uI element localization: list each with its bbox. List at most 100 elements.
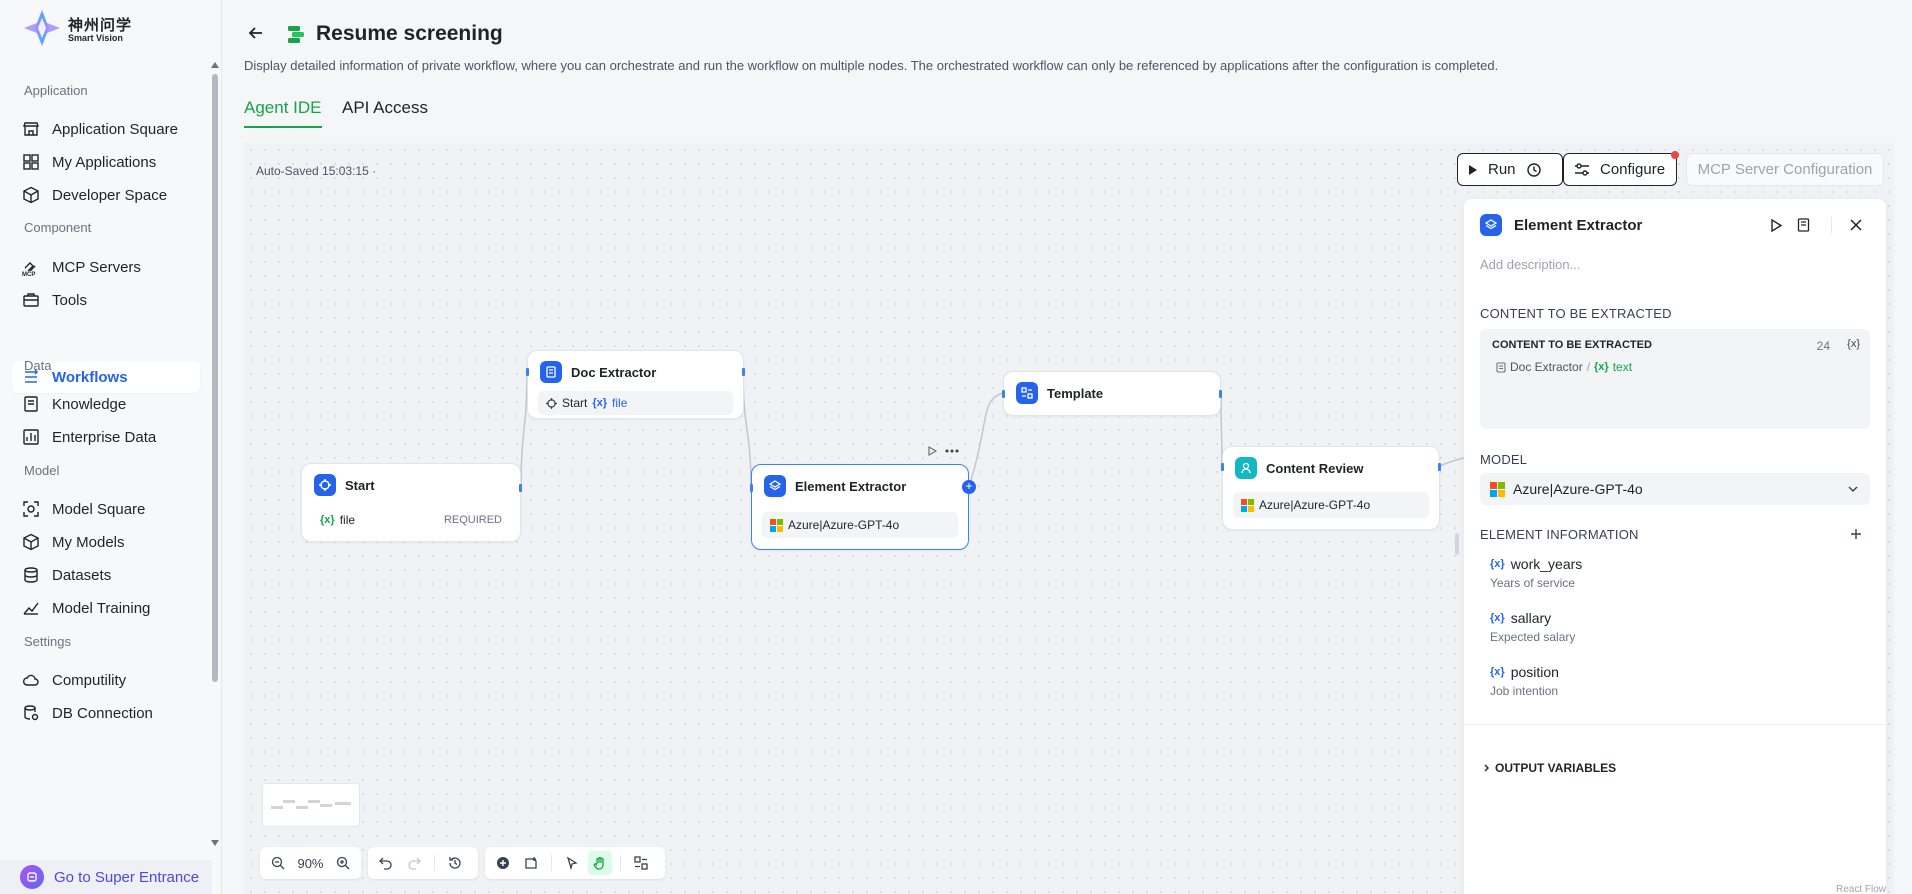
history-clock-icon[interactable] [1526, 162, 1542, 178]
run-node-icon[interactable] [1770, 219, 1782, 232]
node-element-extractor[interactable]: Element Extractor Azure|Azure-GPT-4o + [750, 464, 976, 550]
zoom-in-icon[interactable] [331, 851, 355, 875]
content-box-title: CONTENT TO BE EXTRACTED [1492, 339, 1652, 351]
play-icon [1469, 164, 1477, 175]
output-handle[interactable] [519, 484, 522, 492]
tab-api-access[interactable]: API Access [342, 98, 428, 117]
configure-button[interactable]: Configure [1563, 151, 1679, 186]
element-item-work-years[interactable]: {x} work_years [1490, 556, 1582, 572]
output-variables-label: OUTPUT VARIABLES [1495, 761, 1617, 775]
training-icon [23, 602, 39, 615]
sidebar-item-developer-space[interactable]: Developer Space [12, 179, 200, 211]
input-handle[interactable] [1221, 463, 1224, 471]
review-icon [1235, 457, 1257, 479]
auto-layout-icon[interactable] [629, 851, 653, 875]
node-content-review[interactable]: Content Review Azure|Azure-GPT-4o [1221, 446, 1441, 530]
zoom-out-icon[interactable] [266, 851, 290, 875]
content-input[interactable]: CONTENT TO BE EXTRACTED 24 {x} Doc Extra… [1480, 329, 1870, 429]
add-element-icon[interactable] [1850, 528, 1862, 540]
run-button[interactable]: Run [1457, 153, 1563, 186]
run-node-icon[interactable] [928, 446, 937, 456]
history-icon[interactable] [443, 851, 467, 875]
output-handle[interactable] [742, 368, 745, 376]
panel-resize-handle[interactable] [1455, 533, 1459, 555]
element-section-label: ELEMENT INFORMATION [1480, 527, 1639, 542]
sidebar-item-my-models[interactable]: My Models [12, 526, 200, 558]
add-node-icon[interactable] [491, 851, 515, 875]
close-icon[interactable] [1849, 218, 1863, 232]
chevron-right-icon [1484, 764, 1489, 772]
sidebar-item-workflows[interactable]: Workflows [12, 361, 200, 393]
undo-icon[interactable] [374, 851, 398, 875]
microsoft-logo-icon [1241, 498, 1254, 512]
sidebar-item-mcp-servers[interactable]: MCP MCP Servers [12, 251, 200, 283]
brand-logo[interactable]: 神州问学 Smart Vision [22, 8, 132, 48]
source-node-name: Doc Extractor [1510, 360, 1583, 374]
mcp-server-config-button[interactable]: MCP Server Configuration [1686, 153, 1884, 186]
element-item-sallary[interactable]: {x} sallary [1490, 610, 1551, 626]
pointer-icon[interactable] [560, 851, 584, 875]
element-description: Job intention [1490, 684, 1559, 698]
section-settings: Settings [24, 634, 71, 649]
scroll-up-icon[interactable] [211, 62, 219, 68]
run-label: Run [1488, 161, 1516, 178]
sidebar-item-tools[interactable]: Tools [12, 284, 200, 316]
insert-variable-icon[interactable]: {x} [1847, 338, 1860, 350]
configure-label: Configure [1600, 161, 1666, 178]
sidebar-item-model-training[interactable]: Model Training [12, 592, 200, 624]
tab-agent-ide[interactable]: Agent IDE [244, 98, 322, 128]
more-icon[interactable] [945, 449, 959, 453]
output-variables-toggle[interactable]: OUTPUT VARIABLES [1484, 761, 1616, 775]
sidebar-item-label: MCP Servers [52, 258, 141, 276]
back-button[interactable] [244, 22, 268, 46]
model-select[interactable]: Azure|Azure-GPT-4o [1480, 473, 1870, 505]
sidebar-item-application-square[interactable]: Application Square [12, 113, 200, 145]
panel-divider [1464, 724, 1886, 725]
sidebar-item-knowledge[interactable]: Knowledge [12, 388, 200, 420]
sidebar-item-datasets[interactable]: Datasets [12, 559, 200, 591]
path-separator: / [1586, 360, 1591, 374]
minimap[interactable] [262, 783, 360, 827]
description-input[interactable]: Add description... [1480, 257, 1581, 272]
panel-title[interactable]: Element Extractor [1514, 217, 1643, 234]
react-flow-attribution[interactable]: React Flow [1836, 884, 1887, 894]
zoom-level[interactable]: 90% [297, 855, 324, 871]
scroll-down-icon[interactable] [211, 840, 219, 846]
element-item-position[interactable]: {x} position [1490, 664, 1559, 680]
sidebar-item-db-connection[interactable]: DB Connection [12, 697, 200, 729]
variable-tag: {x} [1594, 361, 1609, 373]
add-node-plus-icon[interactable]: + [962, 480, 976, 494]
node-doc-extractor[interactable]: Doc Extractor Start {x} file [526, 350, 745, 419]
input-handle[interactable] [1002, 390, 1005, 398]
sidebar-item-computility[interactable]: Computility [12, 664, 200, 696]
toolbox-icon [23, 293, 39, 307]
sidebar-item-enterprise-data[interactable]: Enterprise Data [12, 421, 200, 453]
add-note-icon[interactable] [519, 851, 543, 875]
output-handle[interactable] [1438, 463, 1441, 471]
toolbar-divider [434, 855, 435, 871]
header-divider [1831, 217, 1832, 233]
autosave-status: Auto-Saved 15:03:15 · [256, 164, 377, 178]
input-handle[interactable] [526, 368, 529, 376]
sidebar-item-model-square[interactable]: Model Square [12, 493, 200, 525]
notes-icon[interactable] [1797, 218, 1810, 232]
node-template[interactable]: Template [1002, 371, 1222, 416]
sidebar-item-label: Enterprise Data [52, 428, 157, 446]
node-quick-actions [928, 442, 968, 460]
sidebar-item-label: Workflows [52, 368, 128, 386]
sidebar-item-my-applications[interactable]: My Applications [12, 146, 200, 178]
workflow-title-icon [288, 26, 304, 43]
sidebar-item-label: Computility [52, 671, 127, 689]
chevron-down-icon [1848, 486, 1858, 492]
input-handle[interactable] [750, 484, 753, 492]
node-start[interactable]: Start {x} file REQUIRED [301, 463, 522, 542]
canvas-tools [485, 847, 665, 879]
minimap-nodes [271, 800, 351, 809]
sidebar-scrollbar[interactable] [212, 74, 218, 682]
redo-icon[interactable] [402, 851, 426, 875]
page-title: Resume screening [316, 22, 503, 45]
scan-icon [23, 501, 39, 517]
output-handle[interactable] [1219, 390, 1222, 398]
hand-icon[interactable] [588, 851, 612, 875]
super-entrance-button[interactable]: Go to Super Entrance [0, 860, 212, 894]
